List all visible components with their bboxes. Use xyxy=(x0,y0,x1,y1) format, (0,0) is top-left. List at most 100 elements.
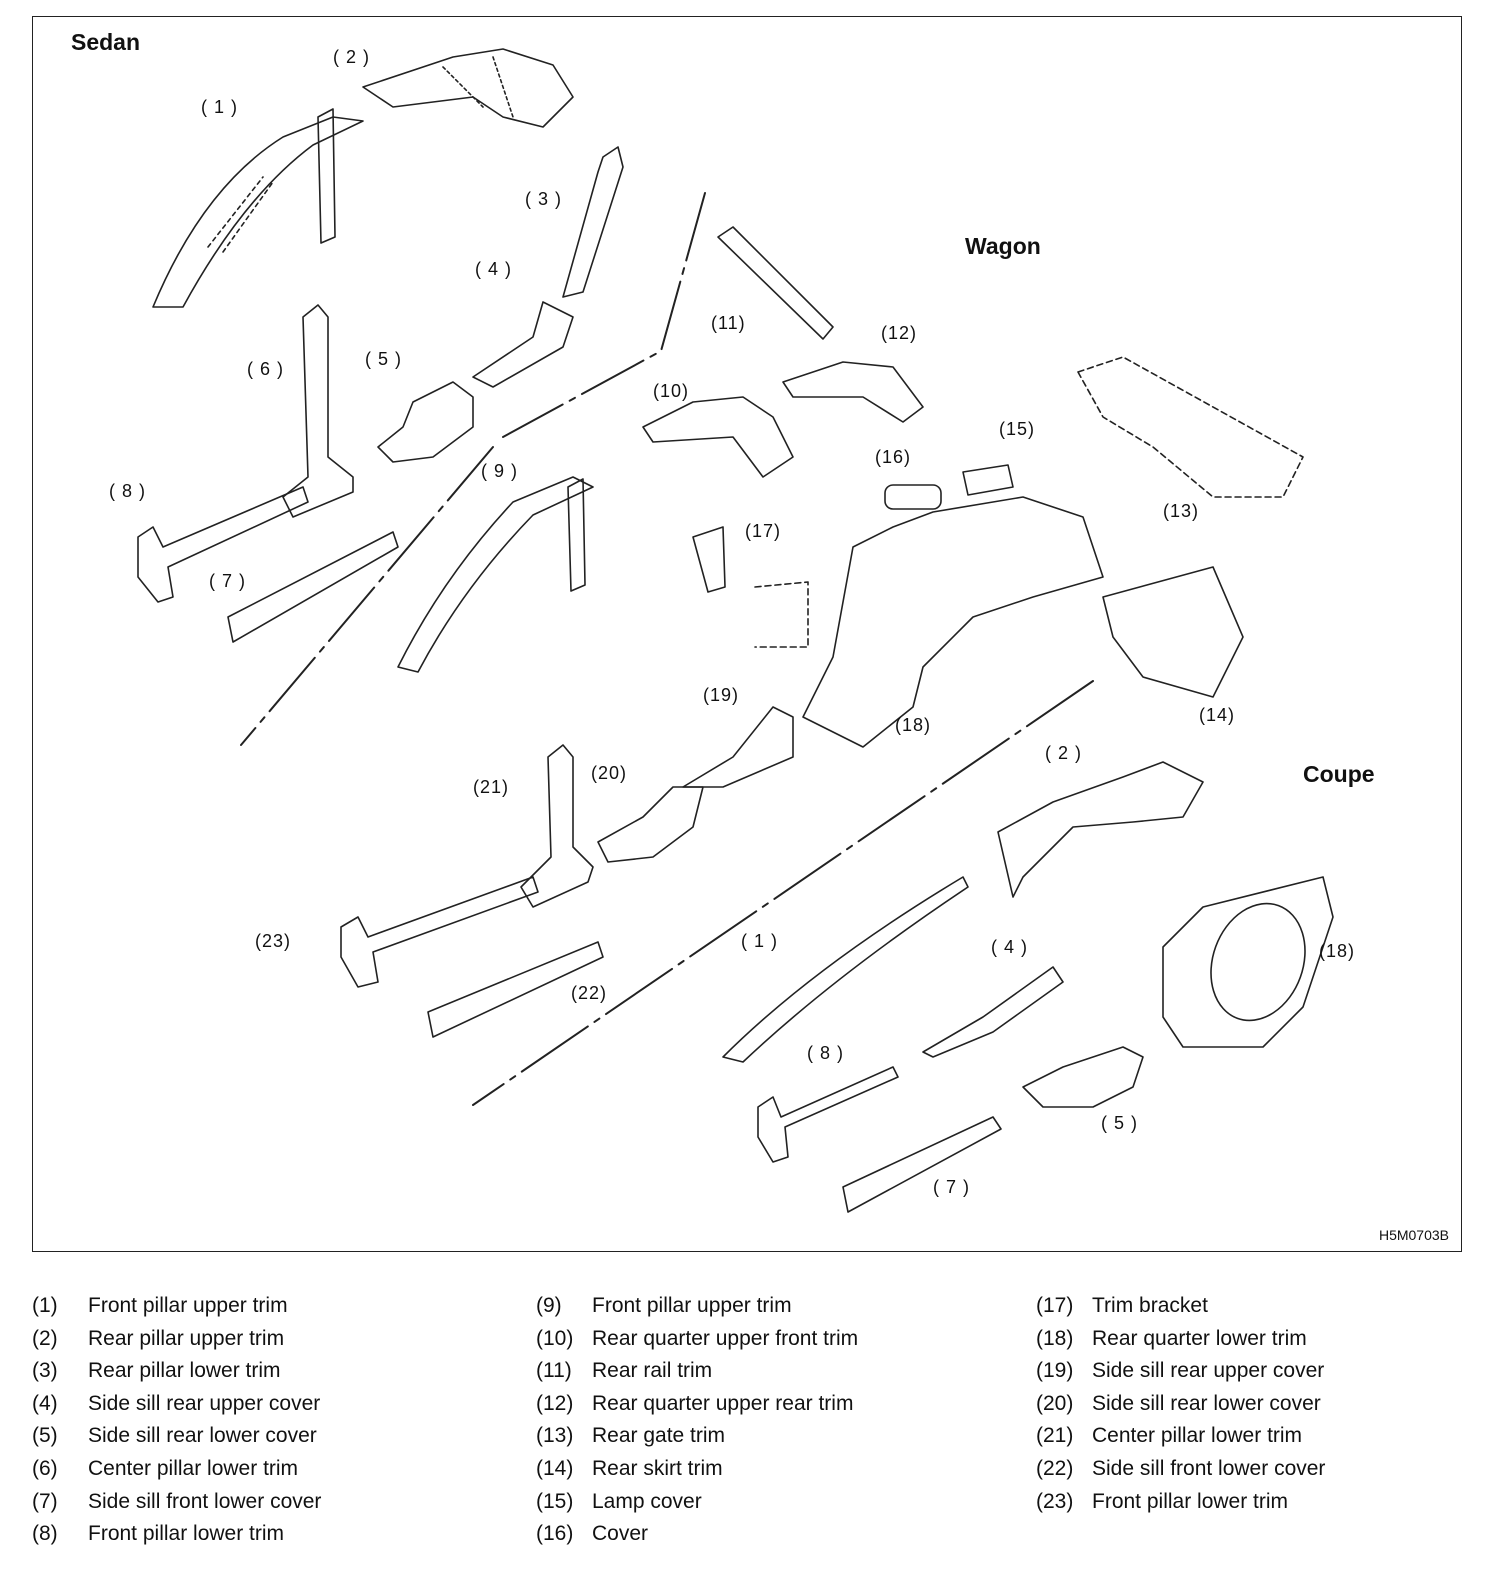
legend-item: (11) Rear rail trim xyxy=(536,1355,858,1388)
legend-item-label: Rear rail trim xyxy=(592,1359,713,1383)
sedan-side-sill-rear-lower-cover xyxy=(377,381,474,463)
legend-item-number: (16) xyxy=(536,1522,574,1546)
callout-sedan-4: ( 4 ) xyxy=(475,259,513,279)
legend-item-label: Side sill rear upper cover xyxy=(88,1391,321,1415)
callout-wagon-22: (22) xyxy=(571,983,608,1003)
legend-item-label: Side sill rear upper cover xyxy=(1092,1359,1325,1383)
sedan-center-pillar-lower-trim xyxy=(282,304,354,518)
legend-item-label: Side sill front lower cover xyxy=(88,1489,322,1513)
section-title-coupe: Coupe xyxy=(1303,761,1375,787)
legend-item-label: Rear quarter upper rear trim xyxy=(592,1391,854,1415)
legend-item-number: (23) xyxy=(1036,1489,1074,1513)
callout-sedan-3: ( 3 ) xyxy=(525,189,563,209)
callout-wagon-11: (11) xyxy=(711,313,746,333)
wagon-rear-rail-trim xyxy=(717,226,834,340)
callout-wagon-21: (21) xyxy=(473,777,510,797)
sedan-front-pillar-lower-trim xyxy=(137,486,309,603)
legend-item-label: Center pillar lower trim xyxy=(1092,1424,1303,1448)
sedan-rear-pillar-lower-trim xyxy=(562,146,624,298)
legend-item-label: Cover xyxy=(592,1522,649,1546)
legend-item-number: (10) xyxy=(536,1326,574,1350)
legend-item-label: Rear gate trim xyxy=(592,1424,726,1448)
wagon-rear-quarter-lower-trim xyxy=(802,496,1104,748)
legend-item-label: Front pillar upper trim xyxy=(592,1294,792,1317)
callout-coupe-1: ( 1 ) xyxy=(741,931,779,951)
legend-item: (12) Rear quarter upper rear trim xyxy=(536,1388,858,1421)
legend-item-number: (8) xyxy=(32,1522,58,1546)
wagon-rear-gate-trim xyxy=(1077,356,1304,498)
legend-item: (18) Rear quarter lower trim xyxy=(1036,1323,1325,1356)
legend-item-label: Side sill front lower cover xyxy=(1092,1456,1326,1480)
legend-item-label: Front pillar upper trim xyxy=(88,1294,288,1317)
legend-item-label: Rear quarter lower trim xyxy=(1092,1326,1307,1350)
legend-item-number: (4) xyxy=(32,1391,58,1415)
coupe-rear-pillar-upper-trim xyxy=(997,761,1204,898)
legend-item: (2) Rear pillar upper trim xyxy=(32,1323,321,1356)
legend-item-number: (13) xyxy=(536,1424,574,1448)
section-title-wagon: Wagon xyxy=(965,233,1041,259)
legend-item-label: Front pillar lower trim xyxy=(88,1522,285,1546)
legend-item: (13) Rear gate trim xyxy=(536,1420,858,1453)
callout-wagon-19: (19) xyxy=(703,685,740,705)
sedan-rear-pillar-upper-trim xyxy=(362,48,574,128)
callout-sedan-2: ( 2 ) xyxy=(333,47,371,67)
coupe-side-sill-front-lower-cover xyxy=(842,1116,1002,1213)
legend-item-label: Rear pillar upper trim xyxy=(88,1326,285,1350)
legend-item: (23) Front pillar lower trim xyxy=(1036,1486,1325,1519)
legend-item-label: Front pillar lower trim xyxy=(1092,1489,1289,1513)
legend-item-number: (14) xyxy=(536,1456,574,1480)
legend-item-number: (5) xyxy=(32,1424,58,1448)
legend-column-1: (1)Front pillar upper trim(2)Rear pillar… xyxy=(32,1290,321,1551)
legend-item-label: Lamp cover xyxy=(592,1489,702,1513)
wagon-rear-quarter-upper-rear-trim xyxy=(782,361,924,423)
legend-item-number: (20) xyxy=(1036,1391,1074,1415)
legend-item: (21)Center pillar lower trim xyxy=(1036,1420,1325,1453)
wagon-front-pillar-upper-trim xyxy=(397,476,594,673)
legend-item: (10) Rear quarter upper front trim xyxy=(536,1323,858,1356)
legend-item: (6)Center pillar lower trim xyxy=(32,1453,321,1486)
divider-sedan-wagon xyxy=(502,192,706,438)
legend-item-label: Rear pillar lower trim xyxy=(88,1359,281,1383)
legend-item: (8) Front pillar lower trim xyxy=(32,1518,321,1551)
wagon-lamp-cover xyxy=(962,464,1014,496)
legend-item-number: (12) xyxy=(536,1391,574,1415)
coupe-side-sill-rear-lower-cover xyxy=(1022,1046,1144,1108)
legend-item-number: (3) xyxy=(32,1359,58,1383)
legend-item-number: (19) xyxy=(1036,1359,1074,1383)
legend-item-number: (9) xyxy=(536,1294,562,1317)
figure-code: H5M0703B xyxy=(1378,1227,1449,1243)
sedan-front-pillar-upper-trim xyxy=(152,116,364,308)
legend-item-number: (2) xyxy=(32,1326,58,1350)
parts-legend: (1)Front pillar upper trim(2)Rear pillar… xyxy=(32,1290,1472,1580)
wagon-trim-bracket xyxy=(692,526,726,593)
wagon-rear-skirt-trim xyxy=(1102,566,1244,698)
legend-column-2: (9) Front pillar upper trim (10) Rear quart… xyxy=(536,1290,858,1551)
callout-sedan-5: ( 5 ) xyxy=(365,349,403,369)
legend-item: (16) Cover xyxy=(536,1518,858,1551)
legend-item-number: (6) xyxy=(32,1456,58,1480)
callout-sedan-7: ( 7 ) xyxy=(209,571,247,591)
callout-wagon-15: (15) xyxy=(999,419,1036,439)
callout-coupe-8: ( 8 ) xyxy=(807,1043,845,1063)
legend-item: (15)Lamp cover xyxy=(536,1486,858,1519)
legend-item-label: Side sill rear lower cover xyxy=(88,1424,317,1448)
callout-coupe-18: (18) xyxy=(1319,941,1356,961)
wagon-rear-quarter-upper-front-trim xyxy=(642,396,794,478)
callout-sedan-1: ( 1 ) xyxy=(201,97,239,117)
legend-item: (3) Rear pillar lower trim xyxy=(32,1355,321,1388)
callout-wagon-18: (18) xyxy=(895,715,932,735)
legend-item-label: Rear quarter upper front trim xyxy=(592,1326,859,1350)
coupe-rear-quarter-lower-trim xyxy=(1162,876,1334,1048)
coupe-side-sill-rear-upper-cover xyxy=(922,966,1064,1058)
legend-item-number: (18) xyxy=(1036,1326,1074,1350)
callout-wagon-16: (16) xyxy=(875,447,912,467)
callout-wagon-17: (17) xyxy=(745,521,782,541)
coupe-front-pillar-lower-trim xyxy=(757,1066,899,1163)
sedan-side-sill-rear-upper-cover xyxy=(472,301,574,388)
legend-item: (7)Side sill front lower cover xyxy=(32,1486,321,1519)
callout-wagon-13: (13) xyxy=(1163,501,1200,521)
legend-item-number: (11) xyxy=(536,1359,572,1383)
wagon-trim-bracket-detail-box xyxy=(754,581,809,648)
legend-item: (4) Side sill rear upper cover xyxy=(32,1388,321,1421)
callout-wagon-12: (12) xyxy=(881,323,918,343)
